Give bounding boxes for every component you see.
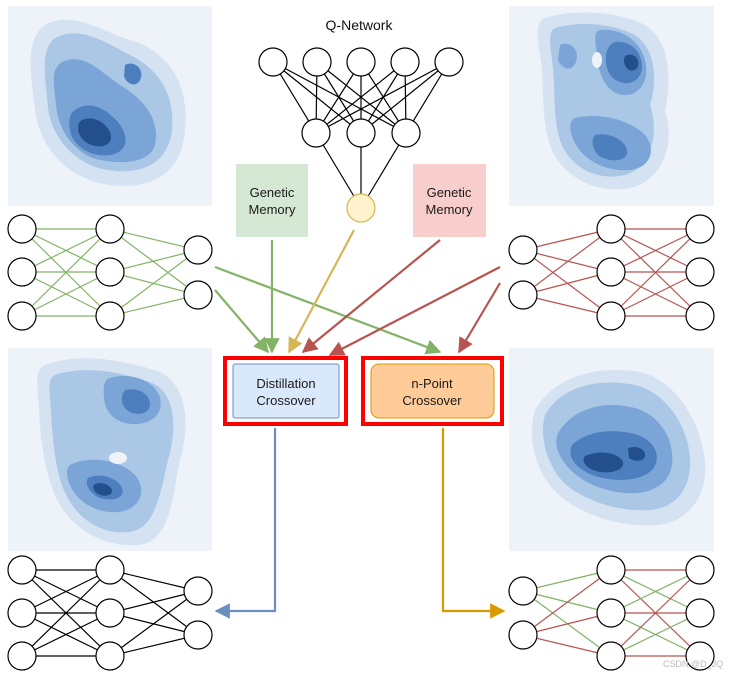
arrow-distillation-output	[214, 428, 277, 619]
network-bottom-left	[7, 555, 213, 671]
arrow-network-left-to-distillation	[214, 289, 270, 354]
network-node	[596, 598, 626, 628]
q-hidden-node	[301, 118, 331, 148]
q-input-node	[434, 47, 464, 77]
network-node	[596, 257, 626, 287]
genetic-memory-right: Genetic Memory	[413, 164, 486, 237]
network-node	[596, 214, 626, 244]
network-node	[183, 576, 213, 606]
network-node	[685, 257, 715, 287]
network-node	[7, 257, 37, 287]
q-hidden-node	[391, 118, 421, 148]
q-network-title: Q-Network	[326, 17, 394, 33]
arrow-genetic-memory-right	[301, 239, 441, 353]
arrow-network-right-to-npoint	[458, 282, 501, 354]
distillation-line2: Crossover	[256, 393, 316, 408]
network-node	[685, 641, 715, 671]
q-input-node	[302, 47, 332, 77]
network-node	[95, 301, 125, 331]
density-plot-top-left	[8, 6, 212, 206]
network-node	[7, 555, 37, 585]
network-top-right	[508, 214, 715, 331]
distillation-crossover-box: Distillation Crossover	[223, 356, 348, 426]
distillation-line1: Distillation	[256, 376, 315, 391]
q-network: Q-Network	[258, 17, 464, 223]
density-plot-bottom-right	[509, 348, 714, 551]
genetic-memory-right-line1: Genetic	[427, 185, 472, 200]
network-node	[7, 214, 37, 244]
q-input-node	[258, 47, 288, 77]
arrow-network-left-to-npoint	[214, 265, 442, 355]
network-node	[183, 280, 213, 310]
genetic-memory-left: Genetic Memory	[236, 164, 308, 237]
arrow-network-right-to-distillation	[328, 266, 501, 356]
network-node	[508, 576, 538, 606]
network-node	[685, 301, 715, 331]
q-input-node	[390, 47, 420, 77]
q-input-node	[346, 47, 376, 77]
network-node	[596, 641, 626, 671]
network-node	[95, 555, 125, 585]
density-plot-top-right	[509, 6, 714, 206]
network-node	[508, 280, 538, 310]
network-node	[508, 620, 538, 650]
watermark: CSDN @D_JQ	[663, 659, 723, 669]
network-node	[685, 214, 715, 244]
network-node	[183, 235, 213, 265]
network-bottom-right	[508, 555, 715, 671]
q-output-node	[346, 193, 376, 223]
network-node	[95, 598, 125, 628]
arrow-npoint-output	[441, 428, 506, 619]
network-node	[508, 235, 538, 265]
q-hidden-node	[346, 118, 376, 148]
network-node	[7, 598, 37, 628]
arrow-q-output	[288, 229, 355, 354]
genetic-memory-right-line2: Memory	[426, 202, 473, 217]
genetic-memory-left-line1: Genetic	[250, 185, 295, 200]
density-plot-bottom-left	[8, 348, 212, 551]
network-top-left	[7, 214, 213, 331]
network-node	[95, 257, 125, 287]
network-node	[95, 641, 125, 671]
network-node	[596, 555, 626, 585]
npoint-line1: n-Point	[411, 376, 453, 391]
genetic-memory-left-line2: Memory	[249, 202, 296, 217]
arrows	[214, 229, 506, 619]
network-node	[685, 555, 715, 585]
network-node	[7, 301, 37, 331]
network-node	[7, 641, 37, 671]
network-node	[95, 214, 125, 244]
npoint-line2: Crossover	[402, 393, 462, 408]
network-node	[183, 620, 213, 650]
npoint-crossover-box: n-Point Crossover	[361, 356, 504, 426]
network-node	[685, 598, 715, 628]
network-node	[596, 301, 626, 331]
